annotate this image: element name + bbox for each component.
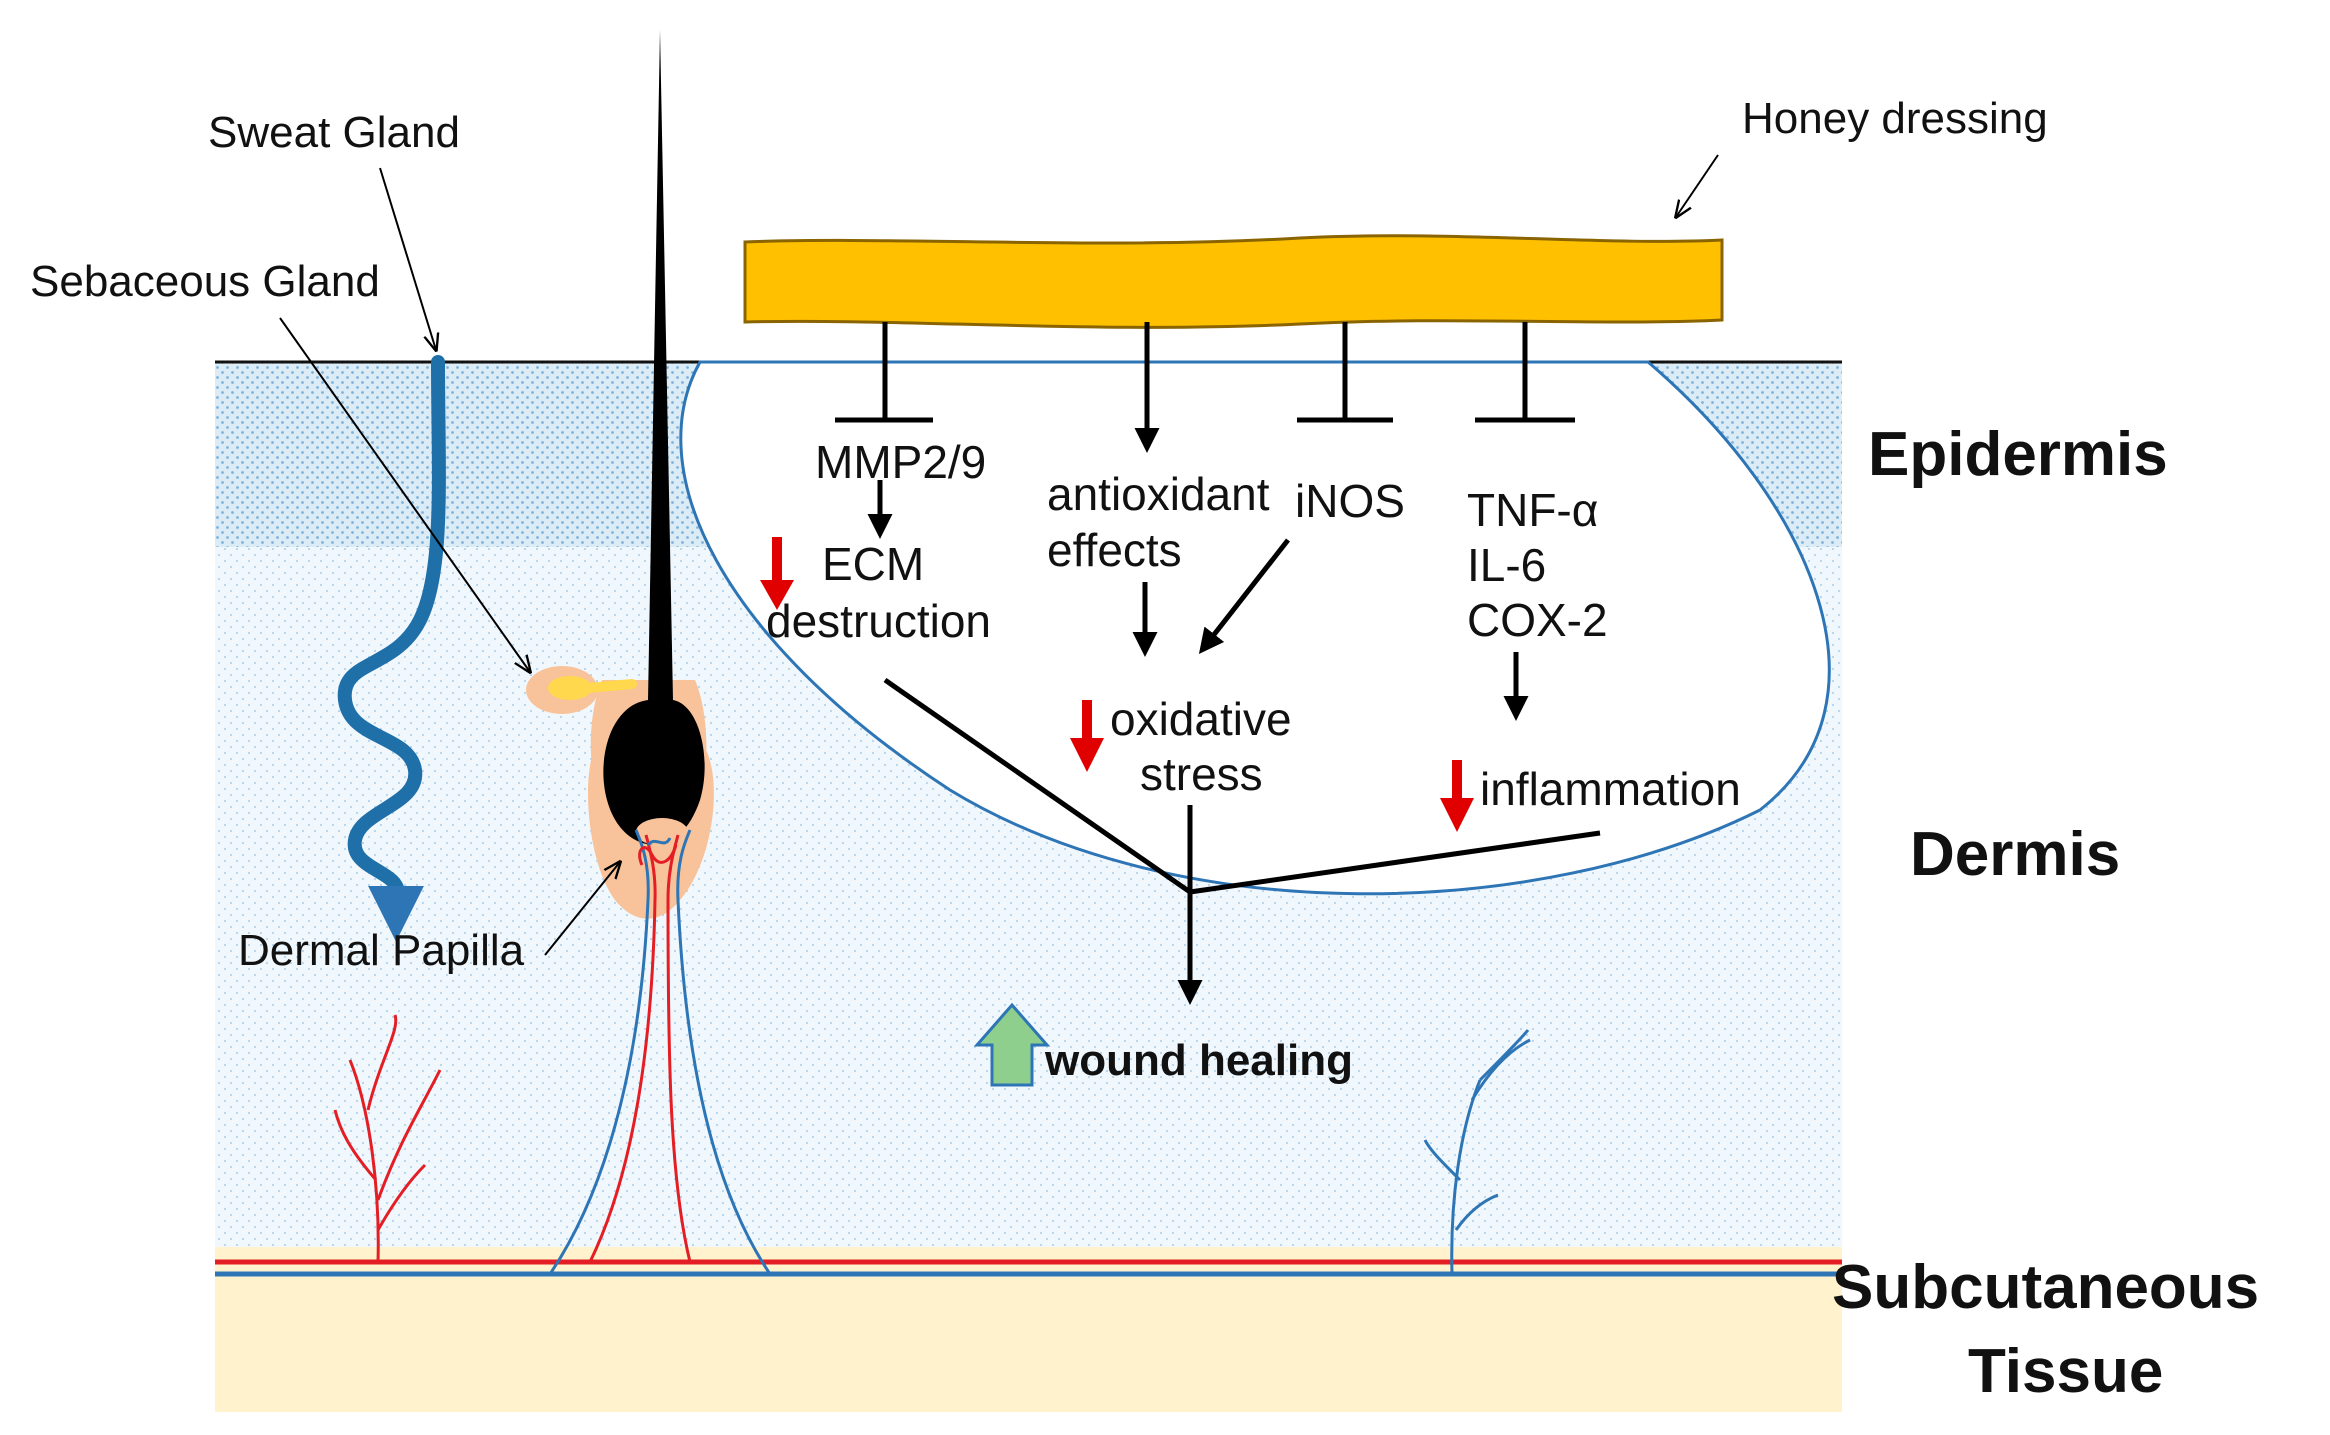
label-epidermis: Epidermis — [1868, 420, 2168, 489]
decrease-arrow-oxidative — [1070, 700, 1104, 772]
sebaceous-gland-pointer — [279, 317, 530, 672]
label-sweat-gland: Sweat Gland — [208, 108, 460, 157]
label-ecm: ECM — [822, 538, 924, 590]
red-capillary-tree — [333, 1014, 442, 1263]
label-effects: effects — [1047, 524, 1182, 576]
wound-bed — [679, 360, 1831, 896]
inhibit-inos — [1297, 322, 1393, 423]
decrease-arrow-inflammation — [1440, 760, 1474, 832]
sweat-gland — [337, 355, 446, 942]
label-antioxidant: antioxidant — [1047, 468, 1270, 520]
inhibit-cytokines — [1475, 322, 1575, 423]
sebaceous-duct-line — [583, 679, 637, 693]
honey-dressing — [743, 234, 1724, 329]
honey-dressing-pointer — [1676, 154, 1719, 217]
label-destruction: destruction — [766, 595, 991, 647]
sebaceous-duct — [548, 676, 592, 700]
inflammation-convergence-line — [1189, 830, 1601, 895]
label-dermis: Dermis — [1910, 820, 2120, 889]
label-il6: IL-6 — [1467, 539, 1546, 591]
label-subcutaneous: Subcutaneous — [1832, 1253, 2259, 1322]
inhibit-mmp — [835, 322, 933, 423]
increase-arrow-wound-healing — [973, 1002, 1051, 1087]
label-inos: iNOS — [1295, 475, 1405, 527]
label-mmp: MMP2/9 — [815, 436, 986, 488]
blue-capillary-tree — [1423, 1029, 1531, 1275]
label-inflammation: inflammation — [1480, 763, 1741, 815]
ecm-convergence-line — [883, 677, 1192, 895]
label-cox2: COX-2 — [1467, 594, 1608, 646]
label-stress: stress — [1140, 748, 1263, 800]
dermal-papilla-pointer — [544, 862, 620, 956]
label-wound-healing: wound healing — [1044, 1036, 1353, 1085]
sweat-gland-pointer — [379, 167, 436, 350]
decrease-arrow-ecm — [760, 537, 794, 610]
label-oxidative: oxidative — [1110, 693, 1292, 745]
label-sebaceous-gland: Sebaceous Gland — [30, 257, 380, 306]
hair-shaft — [603, 30, 705, 845]
label-tnf: TNF-α — [1467, 484, 1598, 536]
dermal-papilla — [636, 818, 688, 846]
follicle-vessels — [548, 829, 772, 1275]
label-honey-dressing: Honey dressing — [1742, 94, 2048, 143]
label-dermal-papilla: Dermal Papilla — [238, 926, 525, 975]
label-tissue: Tissue — [1968, 1337, 2163, 1406]
inos-to-stress-arrow — [1198, 538, 1290, 654]
